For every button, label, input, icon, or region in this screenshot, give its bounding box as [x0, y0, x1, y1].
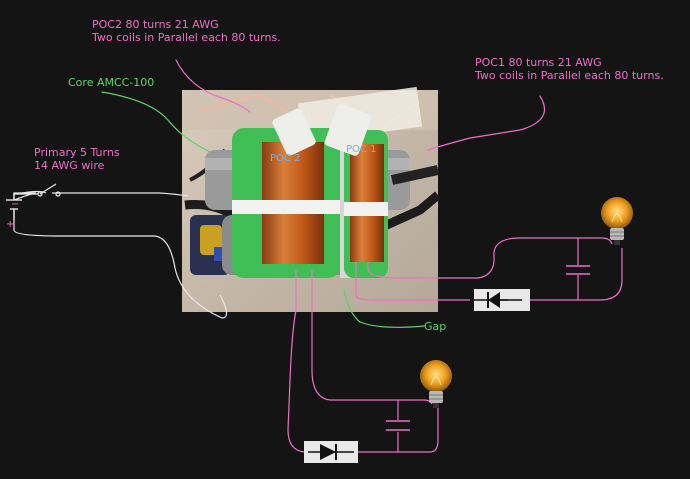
primary-label: Primary 5 Turns 14 AWG wire — [34, 146, 120, 172]
diode-right — [470, 289, 530, 311]
switch-symbol — [14, 183, 61, 197]
poc2-pointer — [175, 59, 251, 113]
core-pointer — [101, 91, 211, 153]
gap-label: Gap — [424, 320, 447, 333]
capacitor-right — [566, 265, 590, 275]
battery-minus: − — [11, 199, 19, 210]
poc1-pointer — [427, 95, 545, 151]
coil-left-tag: POC 2 — [270, 153, 300, 164]
capacitor-bottom — [386, 420, 410, 431]
poc1-label: POC1 80 turns 21 AWG Two coils in Parall… — [475, 56, 664, 82]
poc1-output-circuit — [355, 237, 623, 301]
coil-right-tag: POC 1 — [346, 144, 376, 155]
diode-bottom — [304, 441, 358, 463]
poc2-label: POC2 80 turns 21 AWG Two coils in Parall… — [92, 18, 281, 44]
lightbulb-icon — [420, 360, 452, 408]
transformer-photo — [182, 86, 441, 312]
primary-circuit — [13, 190, 228, 319]
lightbulb-icon — [601, 197, 633, 245]
core-label: Core AMCC-100 — [68, 76, 155, 89]
gap-pointer — [343, 289, 425, 328]
battery-plus: + — [6, 219, 14, 230]
